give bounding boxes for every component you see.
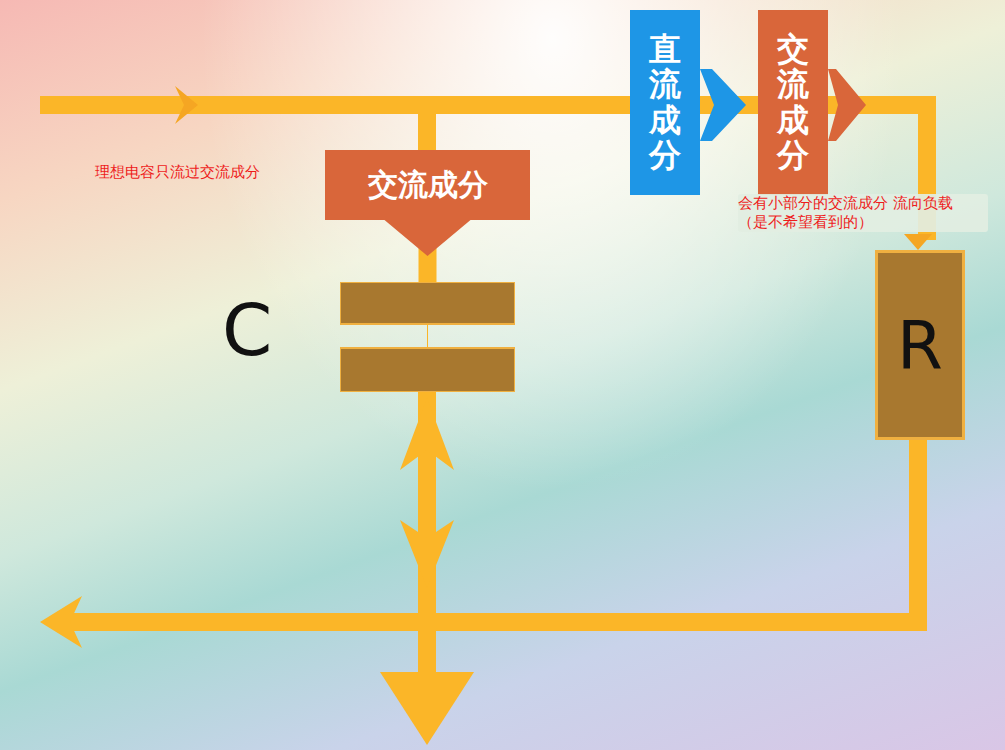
top-wire (40, 96, 640, 114)
cap-wire (418, 105, 436, 155)
connector (700, 69, 758, 141)
ground-arrow (380, 672, 474, 745)
up-arrow (400, 398, 454, 470)
return-arrow (40, 596, 82, 648)
component-name: R (897, 307, 943, 384)
box-label: 交流成分 (368, 165, 488, 206)
component-name: C (222, 294, 272, 366)
box-label: 直流成分 (649, 32, 681, 173)
connector (385, 220, 471, 282)
ac-box: 交流成分 (325, 150, 530, 220)
down-arrow (400, 520, 454, 588)
ac-box: 交流成分 (758, 10, 828, 195)
capacitor-plates (340, 282, 515, 392)
dc-box: 直流成分 (630, 10, 700, 195)
annotation-note: 会有小部分的交流成分 流向负载（是不希望看到的） (738, 194, 988, 232)
annotation-note: 理想电容只流过交流成分 (95, 163, 260, 182)
return-wire (909, 436, 927, 631)
resistor-symbol: R (875, 250, 965, 440)
flow-arrow (175, 86, 198, 124)
box-label: 交流成分 (777, 32, 809, 173)
capacitor-symbol: C (340, 282, 515, 392)
bottom-wire (70, 613, 927, 631)
